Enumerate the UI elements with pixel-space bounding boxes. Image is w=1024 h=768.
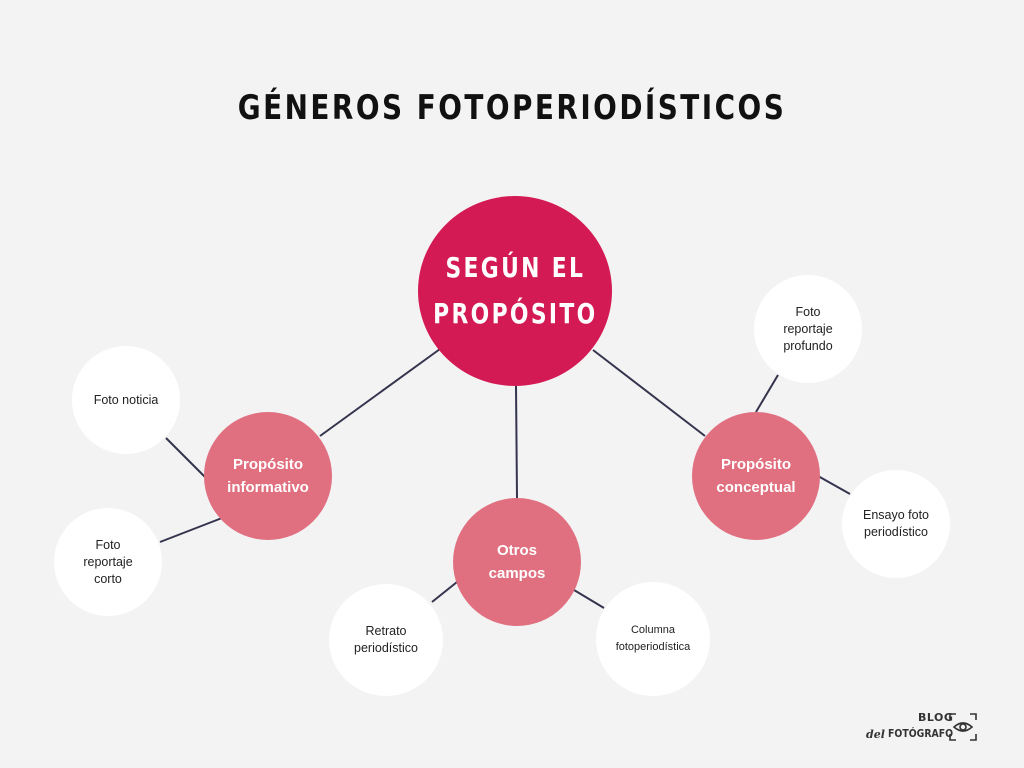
connector-center-otros	[515, 385, 518, 499]
connector-center-informativo	[319, 348, 441, 437]
category-node-label: Propósito informativo	[227, 456, 309, 496]
leaf-node-foto-noticia: Foto noticia	[72, 346, 180, 454]
leaf-node-columna-fotoperiodistica: Columna fotoperiodística	[596, 582, 710, 696]
leaf-node-label: Foto noticia	[93, 392, 159, 407]
leaf-node-label: Foto reportaje corto	[83, 537, 133, 586]
connector-otros-retrato	[431, 581, 458, 603]
logo-line1: BLOG	[918, 711, 954, 724]
category-node-conceptual: Propósito conceptual	[692, 412, 820, 540]
category-node-label: Propósito conceptual	[716, 456, 796, 496]
center-node: SEGÚN EL PROPÓSITO	[418, 196, 612, 386]
category-node-otros: Otros campos	[453, 498, 581, 626]
leaf-node-retrato-periodistico: Retrato periodístico	[329, 584, 443, 696]
category-node-label: Otros campos	[488, 542, 546, 582]
brand-logo: BLOG del FOTÓGRAFO	[862, 710, 980, 746]
connector-otros-columna	[573, 589, 605, 609]
logo-line2: FOTÓGRAFO	[888, 727, 954, 740]
category-node-informativo: Propósito informativo	[204, 412, 332, 540]
leaf-node-label: Retrato periodístico	[354, 624, 418, 655]
leaf-node-foto-reportaje-corto: Foto reportaje corto	[54, 508, 162, 616]
connector-conceptual-ensayo	[817, 475, 851, 495]
page-title: GÉNEROS FOTOPERIODÍSTICOS	[237, 88, 787, 128]
leaf-node-ensayo-foto-periodistico: Ensayo foto periodístico	[842, 470, 950, 578]
camera-icon	[949, 713, 977, 741]
leaf-node-label: Ensayo foto periodístico	[862, 508, 929, 539]
leaf-node-label: Columna fotoperiodística	[615, 624, 691, 653]
connector-informativo-reportaje-corto	[159, 517, 223, 543]
connector-center-conceptual	[592, 349, 706, 437]
logo-line2-prefix: del	[866, 728, 885, 741]
center-node-label: SEGÚN EL PROPÓSITO	[432, 251, 598, 330]
leaf-node-foto-reportaje-profundo: Foto reportaje profundo	[754, 275, 862, 383]
leaf-node-label: Foto reportaje profundo	[783, 304, 833, 353]
connector-conceptual-reportaje-profundo	[755, 374, 779, 413]
connector-informativo-foto-noticia	[165, 437, 209, 481]
